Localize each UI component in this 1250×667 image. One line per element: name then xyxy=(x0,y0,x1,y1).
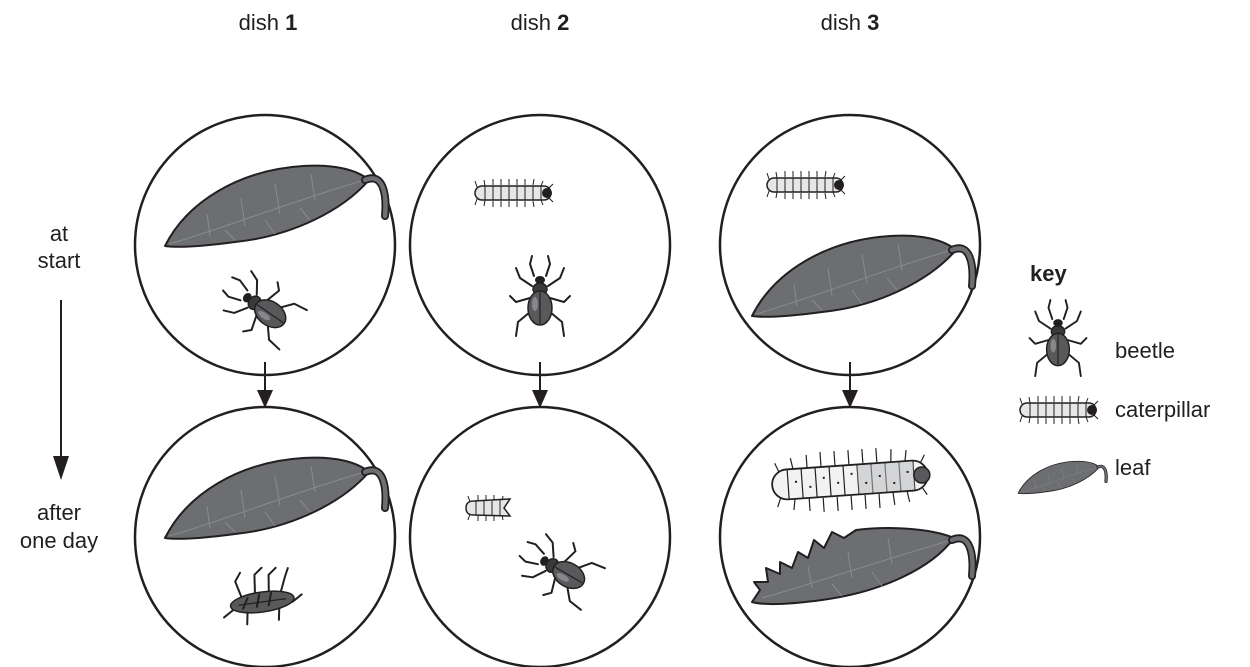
caterpillar-icon xyxy=(1020,396,1098,424)
row-label-after-line2: one day xyxy=(20,528,98,553)
key-label-caterpillar: caterpillar xyxy=(1115,397,1210,422)
column-header-dish-1: dish 1 xyxy=(239,10,298,35)
column-header-dish-2: dish 2 xyxy=(511,10,570,35)
time-arrow xyxy=(53,300,69,480)
key-label-leaf: leaf xyxy=(1115,455,1151,480)
row-label-start-line1: at xyxy=(50,221,68,246)
key-label-beetle: beetle xyxy=(1115,338,1175,363)
beetle-icon xyxy=(1030,300,1087,376)
row-label-after-line1: after xyxy=(37,500,81,525)
column-header-dish-3: dish 3 xyxy=(821,10,880,35)
row-label-start-line2: start xyxy=(38,248,81,273)
key-title: key xyxy=(1030,261,1067,286)
dish-2-start xyxy=(410,115,670,375)
dish-2-after xyxy=(410,407,670,667)
leaf-icon xyxy=(1018,461,1106,493)
